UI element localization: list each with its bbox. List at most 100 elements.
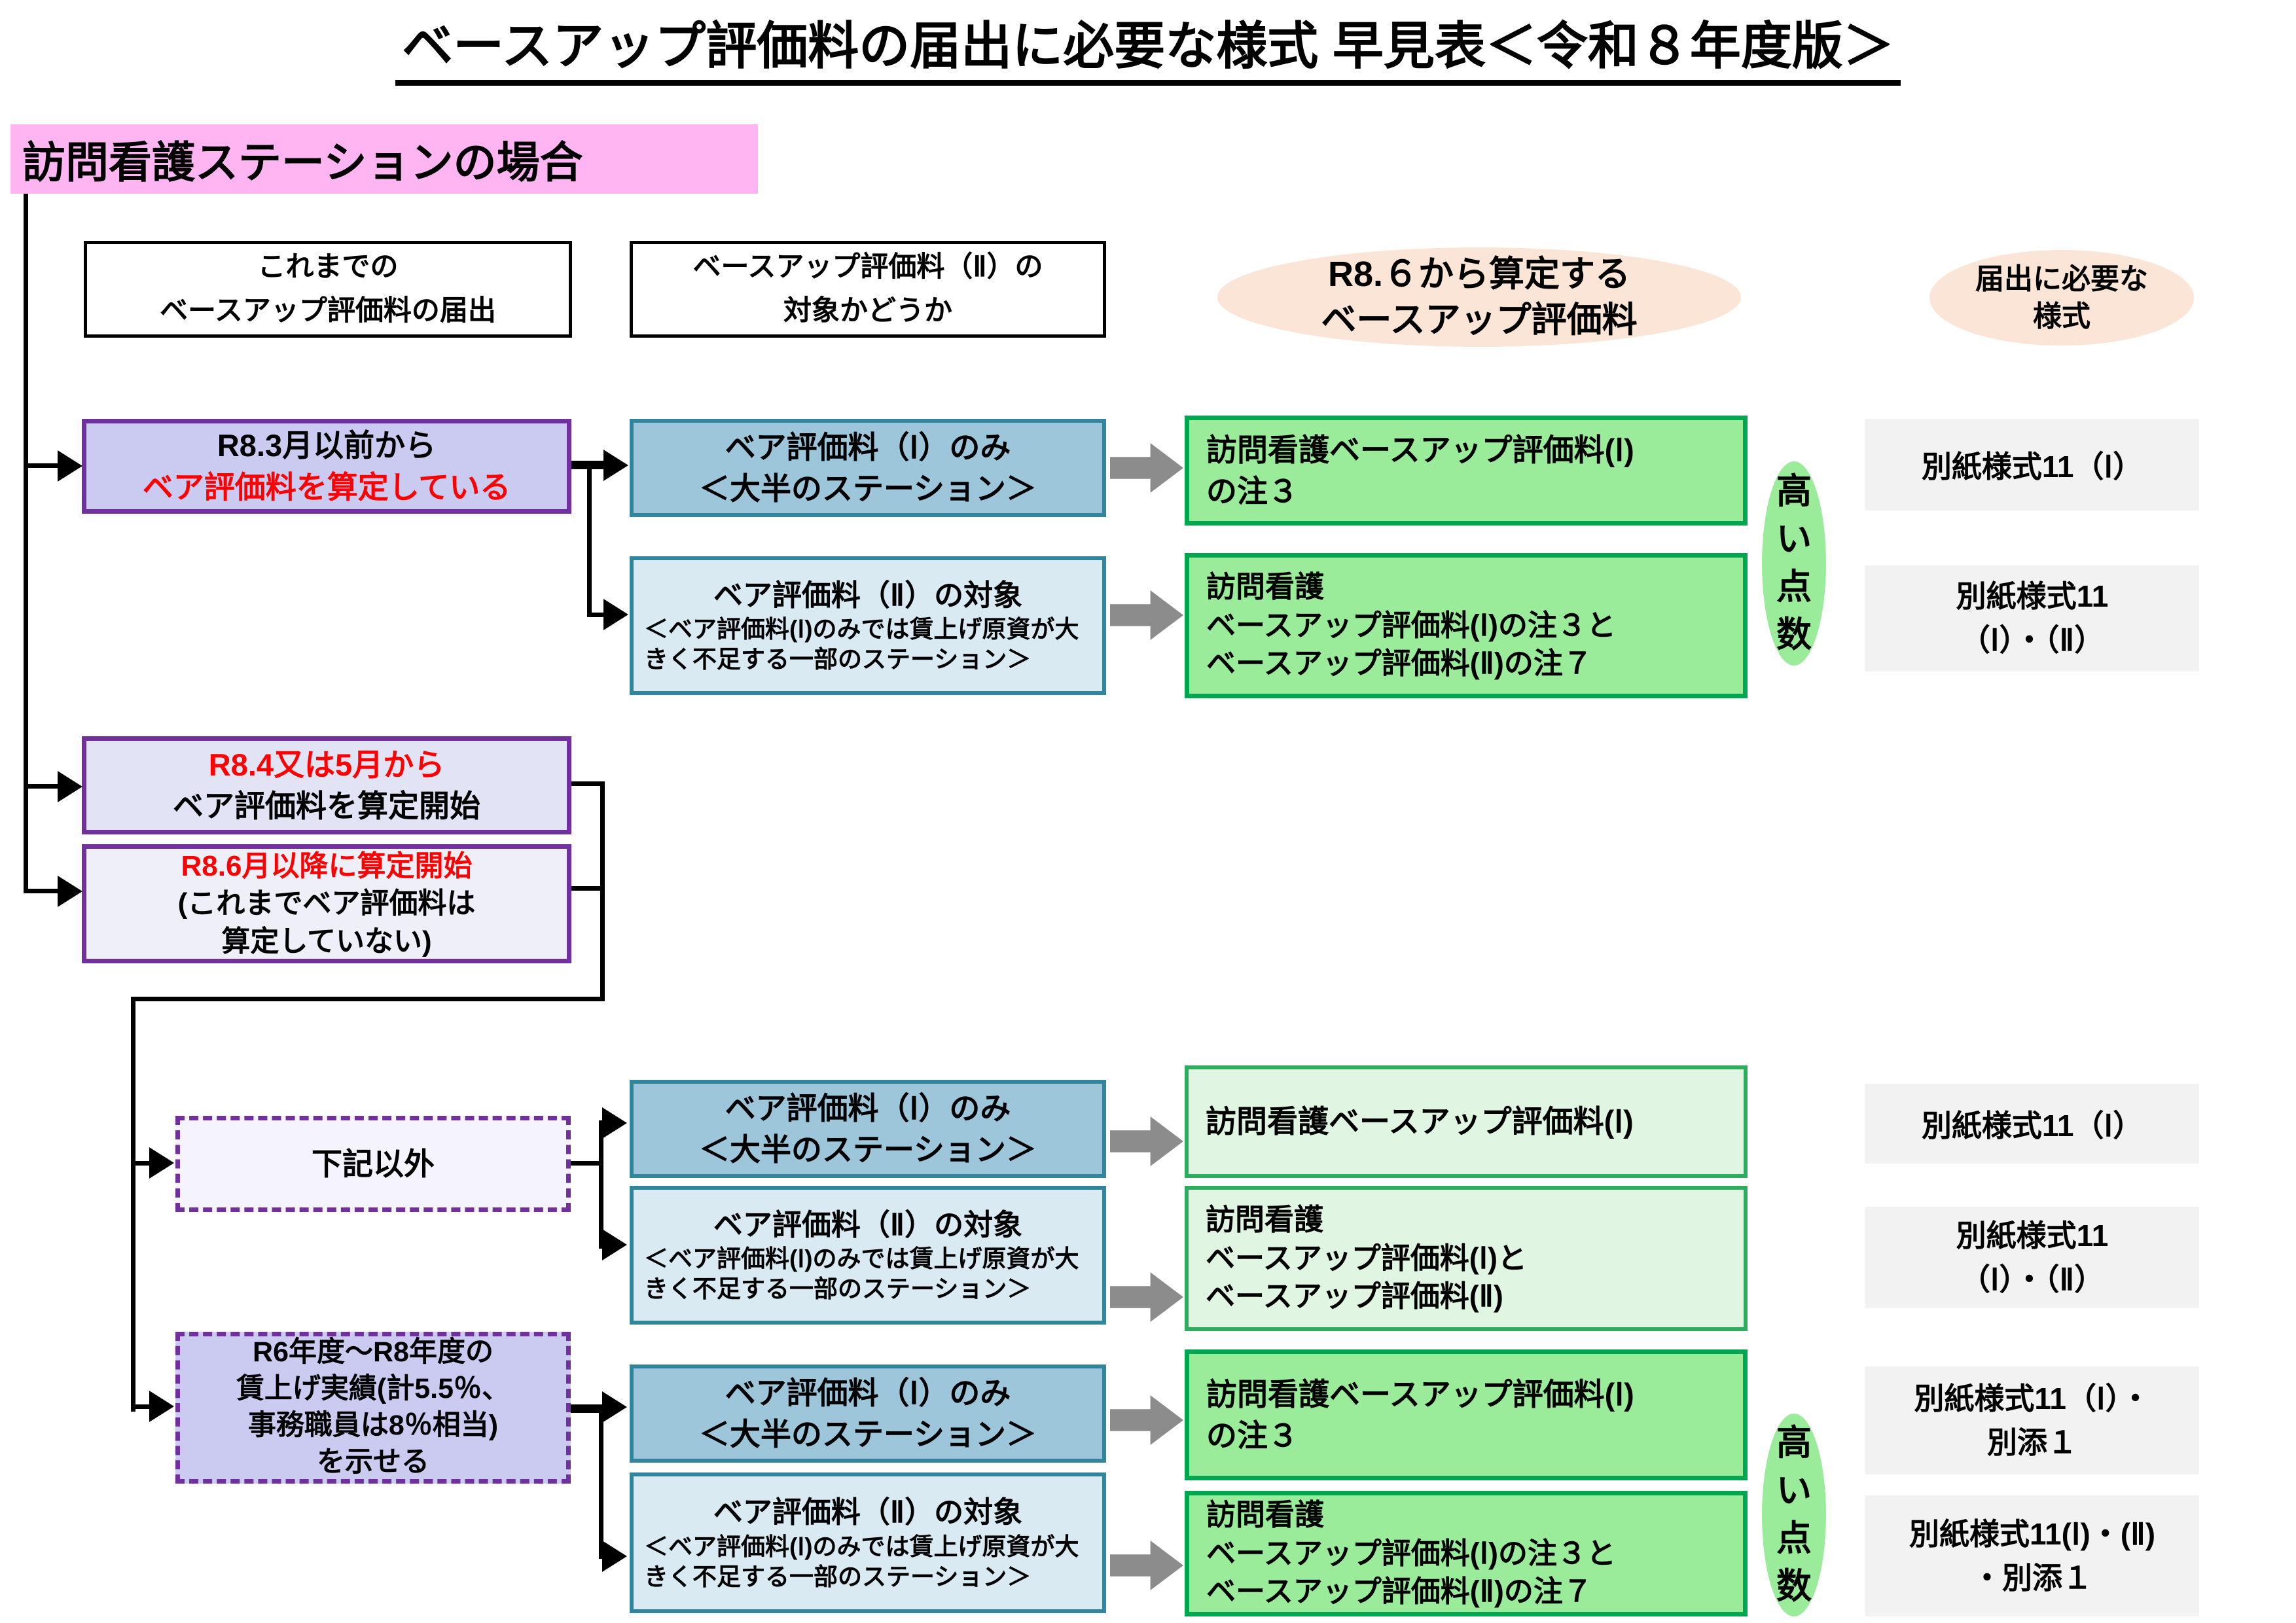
result-c2-line3: ベースアップ評価料(Ⅱ)の注７ xyxy=(1206,1575,1592,1609)
form-a2-line2: （Ⅰ）・（Ⅱ） xyxy=(1960,623,2105,657)
col-header-history-line1: これまでの xyxy=(257,251,399,283)
form-box-b2: 別紙様式11 （Ⅰ）・（Ⅱ） xyxy=(1865,1207,2199,1308)
condition-wage-line2: 賃上げ実績(計5.5％、 xyxy=(236,1373,511,1405)
high-score-ellipse-bottom: 高 い 点 数 xyxy=(1762,1414,1826,1616)
high-score-top-char1: 高 xyxy=(1776,472,1812,512)
flow-arrow-icon-a2 xyxy=(1110,590,1183,640)
col-header-calc-line1: R8.６から算定する xyxy=(1327,254,1631,294)
col-header-calc-line2: ベースアップ評価料 xyxy=(1321,300,1638,340)
condition-r86-line3: 算定していない) xyxy=(221,925,432,957)
high-score-bottom-char2: い xyxy=(1776,1471,1812,1511)
pay-i-only-3-line1: ベア評価料（Ⅰ）のみ xyxy=(725,1375,1011,1410)
high-score-bottom-char4: 数 xyxy=(1776,1566,1812,1606)
high-score-top-char3: 点 xyxy=(1776,567,1812,607)
arrowhead-icon-wage xyxy=(149,1391,174,1422)
col-header-forms-line1: 届出に必要な xyxy=(1975,262,2148,295)
result-box-b2: 訪問看護 ベースアップ評価料(Ⅰ)と ベースアップ評価料(Ⅱ) xyxy=(1185,1186,1748,1331)
form-b2-line2: （Ⅰ）・（Ⅱ） xyxy=(1960,1262,2105,1296)
high-score-bottom-char3: 点 xyxy=(1776,1519,1812,1558)
high-score-ellipse-top: 高 い 点 数 xyxy=(1762,461,1826,666)
connector-branch3-line xyxy=(24,889,62,893)
pay-ii-target-3-detail: ＜ベア評価料(Ⅰ)のみでは賃上げ原資が大きく不足する一部のステーション＞ xyxy=(644,1533,1079,1590)
connector-branch1-line xyxy=(24,463,62,468)
pay-ii-target-2-detail: ＜ベア評価料(Ⅰ)のみでは賃上げ原資が大きく不足する一部のステーション＞ xyxy=(644,1245,1079,1303)
pay-i-only-box-3: ベア評価料（Ⅰ）のみ ＜大半のステーション＞ xyxy=(630,1364,1106,1463)
flow-arrow-icon-c1 xyxy=(1110,1395,1183,1445)
result-c2-line1: 訪問看護 xyxy=(1206,1498,1325,1532)
pay-i-only-2-line1: ベア評価料（Ⅰ）のみ xyxy=(725,1090,1011,1126)
condition-other-box: 下記以外 xyxy=(175,1116,571,1212)
condition-wage-line4: を示せる xyxy=(317,1446,429,1478)
result-box-c2: 訪問看護 ベースアップ評価料(Ⅰ)の注３と ベースアップ評価料(Ⅱ)の注７ xyxy=(1185,1491,1748,1616)
pay-i-only-2-line2: ＜大半のステーション＞ xyxy=(698,1132,1037,1167)
pay-ii-target-box-1: ベア評価料（Ⅱ）の対象 ＜ベア評価料(Ⅰ)のみでは賃上げ原資が大きく不足する一部… xyxy=(630,556,1106,695)
connector-wage-vertical xyxy=(599,1408,603,1559)
pay-ii-target-3-title: ベア評価料（Ⅱ）の対象 xyxy=(713,1495,1023,1529)
arrowhead-icon-c2 xyxy=(602,1541,627,1572)
arrowhead-icon-branch1 xyxy=(58,450,82,482)
condition-r86-line2: (これまでベア評価料は xyxy=(177,887,476,920)
form-c1-line1: 別紙様式11（Ⅰ）・ xyxy=(1914,1381,2151,1416)
condition-r86-box: R8.6月以降に算定開始 (これまでベア評価料は 算定していない) xyxy=(82,844,571,963)
col-header-history-line2: ベースアップ評価料の届出 xyxy=(160,295,496,327)
connector-merge-vertical xyxy=(600,781,605,1001)
page-title-row: ベースアップ評価料の届出に必要な様式 早見表＜令和８年度版＞ xyxy=(0,17,2296,86)
col-header-ii-target: ベースアップ評価料（Ⅱ）の 対象かどうか xyxy=(630,241,1106,338)
form-b2-line1: 別紙様式11 xyxy=(1956,1218,2109,1253)
result-box-c1: 訪問看護ベースアップ評価料(Ⅰ) の注３ xyxy=(1185,1349,1748,1480)
result-b2-line3: ベースアップ評価料(Ⅱ) xyxy=(1206,1279,1503,1313)
pay-ii-target-1-detail: ＜ベア評価料(Ⅰ)のみでは賃上げ原資が大きく不足する一部のステーション＞ xyxy=(644,616,1079,673)
condition-r84-line2: ベア評価料を算定開始 xyxy=(173,789,480,823)
flow-arrow-icon-b1 xyxy=(1110,1116,1183,1166)
col-header-ii-target-line1: ベースアップ評価料（Ⅱ）の xyxy=(692,251,1043,283)
col-header-forms: 届出に必要な 様式 xyxy=(1929,250,2194,346)
connector-branch2-line xyxy=(24,784,62,789)
condition-r83-line1: R8.3月以前から xyxy=(217,428,437,463)
connector-elbow-horizontal xyxy=(131,997,605,1001)
result-b2-line2: ベースアップ評価料(Ⅰ)と xyxy=(1206,1241,1527,1275)
connector-other-right-stub xyxy=(571,1161,602,1166)
connector-other-stub xyxy=(131,1161,152,1166)
condition-r84-line1: R8.4又は5月から xyxy=(208,747,445,782)
arrowhead-icon-branch2 xyxy=(58,771,82,802)
arrowhead-icon-a2 xyxy=(603,599,628,630)
condition-r83-line2: ベア評価料を算定している xyxy=(142,469,511,505)
pay-i-only-1-line2: ＜大半のステーション＞ xyxy=(698,471,1037,506)
arrowhead-icon-branch3 xyxy=(58,876,82,907)
condition-wage-line3: 事務職員は8％相当) xyxy=(247,1410,499,1441)
arrowhead-icon-c1 xyxy=(602,1391,627,1423)
pay-ii-target-box-2: ベア評価料（Ⅱ）の対象 ＜ベア評価料(Ⅰ)のみでは賃上げ原資が大きく不足する一部… xyxy=(630,1186,1106,1325)
connector-wage-stub xyxy=(131,1404,152,1409)
form-box-c1: 別紙様式11（Ⅰ）・ 別添１ xyxy=(1865,1366,2199,1474)
connector-other-vertical xyxy=(599,1120,603,1249)
result-a1-line2: の注３ xyxy=(1206,474,1299,508)
form-c2-line2: ・別添１ xyxy=(1972,1560,2092,1595)
section-label: 訪問看護ステーションの場合 xyxy=(10,124,758,194)
result-a2-line1: 訪問看護 xyxy=(1206,570,1325,604)
pay-ii-target-1-title: ベア評価料（Ⅱ）の対象 xyxy=(713,578,1023,612)
connector-wage-right-stub xyxy=(571,1404,602,1413)
result-b1-line1: 訪問看護ベースアップ評価料(Ⅰ) xyxy=(1206,1104,1634,1139)
form-box-b1: 別紙様式11（Ⅰ） xyxy=(1865,1084,2199,1164)
pay-i-only-box-1: ベア評価料（Ⅰ）のみ ＜大半のステーション＞ xyxy=(630,419,1106,517)
col-header-ii-target-line2: 対象かどうか xyxy=(783,295,952,327)
col-header-calc: R8.６から算定する ベースアップ評価料 xyxy=(1217,247,1741,347)
flow-arrow-icon-c2 xyxy=(1110,1541,1183,1590)
form-c1-line2: 別添１ xyxy=(1987,1425,2077,1459)
result-box-a2: 訪問看護 ベースアップ評価料(Ⅰ)の注３と ベースアップ評価料(Ⅱ)の注７ xyxy=(1185,553,1748,698)
arrowhead-icon-a1 xyxy=(603,450,628,481)
form-c2-line1: 別紙様式11(Ⅰ)・(Ⅱ) xyxy=(1909,1516,2156,1551)
condition-wage-line1: R6年度～R8年度の xyxy=(253,1336,493,1368)
result-c2-line2: ベースアップ評価料(Ⅰ)の注３と xyxy=(1206,1536,1616,1570)
col-header-history: これまでの ベースアップ評価料の届出 xyxy=(84,241,572,338)
form-box-a2: 別紙様式11 （Ⅰ）・（Ⅱ） xyxy=(1865,565,2199,671)
pay-i-only-1-line1: ベア評価料（Ⅰ）のみ xyxy=(725,429,1011,465)
result-a2-line3: ベースアップ評価料(Ⅱ)の注７ xyxy=(1206,647,1592,681)
flow-arrow-icon-a1 xyxy=(1110,443,1183,493)
pay-ii-target-box-3: ベア評価料（Ⅱ）の対象 ＜ベア評価料(Ⅰ)のみでは賃上げ原資が大きく不足する一部… xyxy=(630,1472,1106,1613)
col-header-forms-line2: 様式 xyxy=(2033,300,2090,332)
form-box-c2: 別紙様式11(Ⅰ)・(Ⅱ) ・別添１ xyxy=(1865,1495,2199,1616)
result-c1-line2: の注３ xyxy=(1206,1418,1299,1453)
page-title: ベースアップ評価料の届出に必要な様式 早見表＜令和８年度版＞ xyxy=(395,17,1901,86)
